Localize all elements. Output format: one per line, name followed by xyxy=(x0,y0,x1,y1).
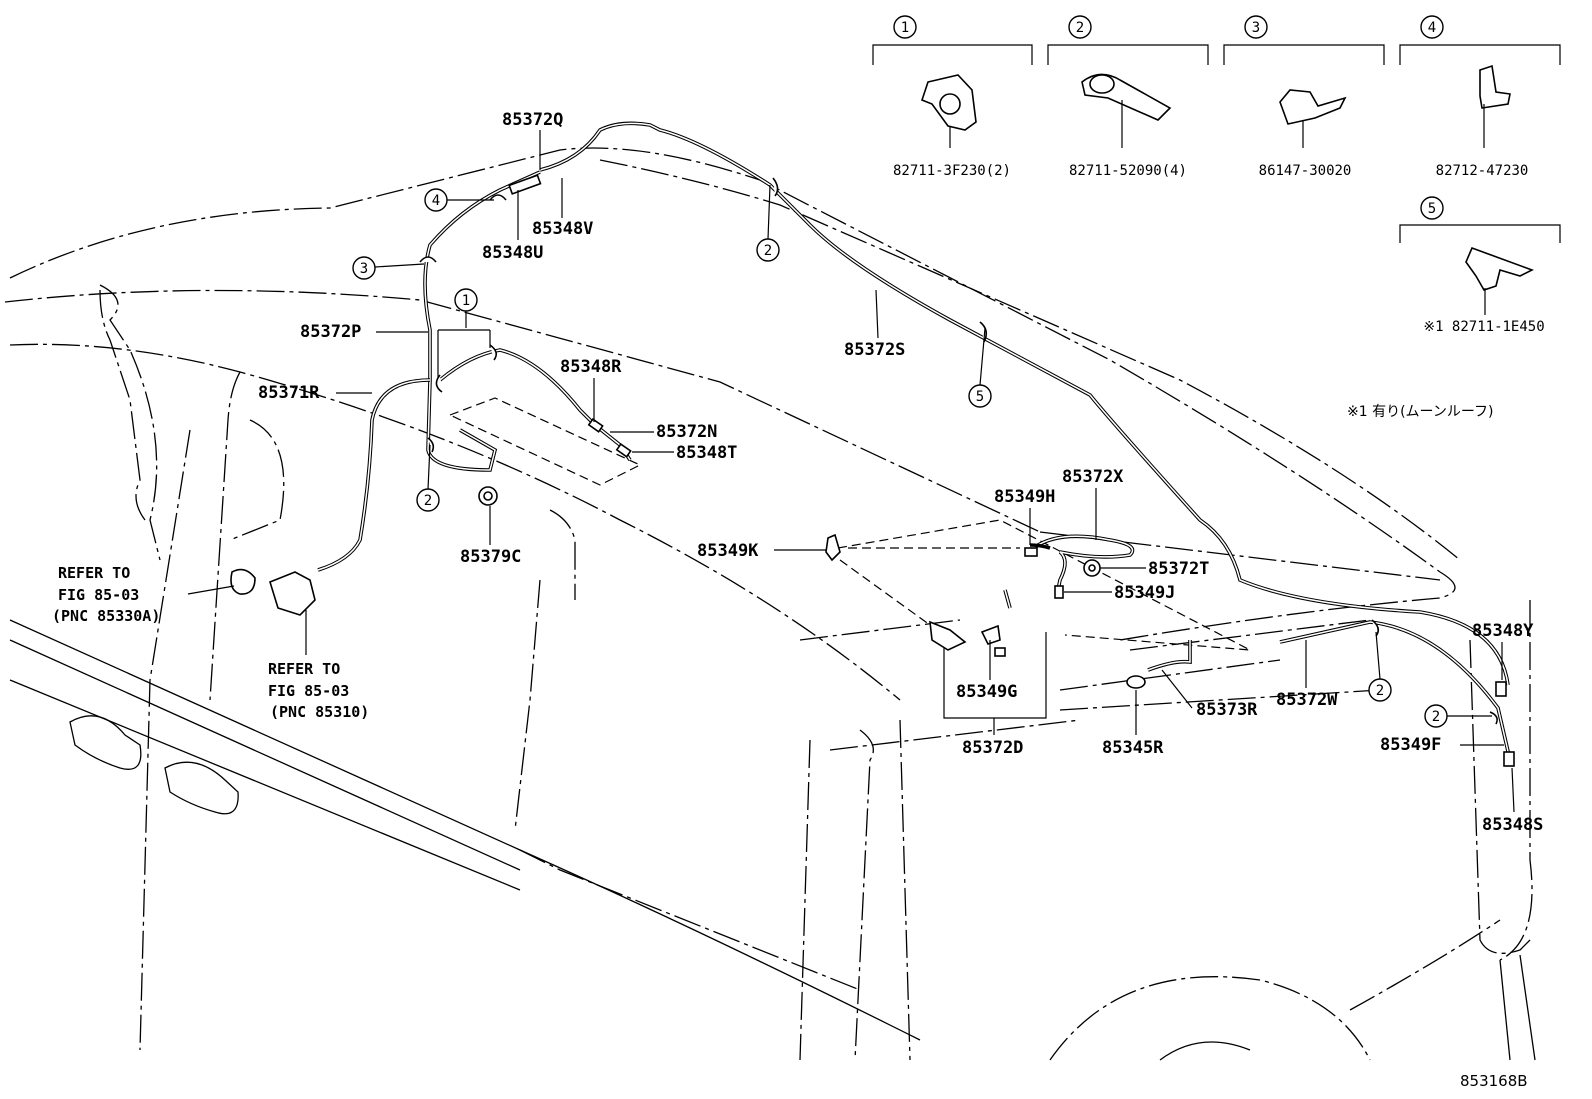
svg-text:5: 5 xyxy=(976,389,984,405)
clip-4-drawing xyxy=(1479,64,1511,148)
svg-text:85348Y: 85348Y xyxy=(1472,621,1534,641)
vehicle-body-outline xyxy=(4,147,1536,1061)
clip-2-drawing xyxy=(1081,73,1172,148)
diagram-code: 853168B xyxy=(1460,1072,1528,1090)
svg-text:4: 4 xyxy=(432,193,440,209)
svg-text:(PNC 85330A): (PNC 85330A) xyxy=(52,607,160,625)
clip-1-drawing xyxy=(921,74,977,148)
diagram-callouts: 4 3 1 2 5 2 2 2 xyxy=(352,184,1492,728)
svg-text:2: 2 xyxy=(1376,683,1384,699)
label-85349J: 85349J xyxy=(1064,583,1175,603)
svg-text:85372W: 85372W xyxy=(1276,690,1338,710)
reference-pnc-85310: REFER TO FIG 85-03 (PNC 85310) xyxy=(268,610,369,721)
svg-text:85348U: 85348U xyxy=(482,243,543,263)
svg-text:2: 2 xyxy=(1076,20,1084,36)
label-85372T: 85372T xyxy=(1100,559,1209,579)
legend-callout-5: 5 ※1 82711-1E450 xyxy=(1420,196,1545,335)
svg-text:85372T: 85372T xyxy=(1148,559,1209,579)
svg-text:FIG 85-03: FIG 85-03 xyxy=(268,682,349,700)
svg-text:(PNC 85310): (PNC 85310) xyxy=(270,703,369,721)
svg-text:85349F: 85349F xyxy=(1380,735,1441,755)
svg-text:4: 4 xyxy=(1428,20,1436,36)
svg-text:85348S: 85348S xyxy=(1482,815,1543,835)
svg-text:REFER TO: REFER TO xyxy=(268,660,340,678)
svg-text:85372D: 85372D xyxy=(962,738,1023,758)
reference-pnc-85330A: REFER TO FIG 85-03 (PNC 85330A) xyxy=(52,564,235,625)
svg-text:85349K: 85349K xyxy=(697,541,759,561)
svg-text:3: 3 xyxy=(1252,20,1260,36)
svg-text:3: 3 xyxy=(360,261,368,277)
svg-text:85373R: 85373R xyxy=(1196,700,1258,720)
clip-3-drawing xyxy=(1279,89,1347,148)
label-85373R: 85373R xyxy=(1161,669,1258,720)
label-85372Q: 85372Q xyxy=(502,110,563,170)
svg-text:85348V: 85348V xyxy=(532,219,593,239)
part-number-clip-1: 82711-3F230(2) xyxy=(893,163,1011,179)
label-85372X: 85372X xyxy=(1062,467,1124,540)
label-85349K: 85349K xyxy=(697,541,826,561)
svg-text:85349J: 85349J xyxy=(1114,583,1175,603)
label-85349G: 85349G xyxy=(956,640,1017,702)
label-85348R: 85348R xyxy=(560,357,622,422)
legend-callout-4: 4 82712-47230 xyxy=(1420,15,1529,179)
part-number-clip-3: 86147-30020 xyxy=(1259,163,1352,179)
clip-legend xyxy=(872,44,1561,315)
label-85379C: 85379C xyxy=(460,506,521,567)
svg-text:5: 5 xyxy=(1428,201,1436,217)
svg-text:85372S: 85372S xyxy=(844,340,905,360)
footnote: ※1 有り(ムーンルーフ) xyxy=(1347,404,1493,420)
svg-text:85372P: 85372P xyxy=(300,322,361,342)
label-85372P: 85372P xyxy=(300,322,428,342)
label-85348U: 85348U xyxy=(482,190,543,263)
label-85372D: 85372D xyxy=(943,632,1047,758)
svg-text:1: 1 xyxy=(462,293,470,309)
svg-text:REFER TO: REFER TO xyxy=(58,564,130,582)
svg-text:85372X: 85372X xyxy=(1062,467,1124,487)
label-85349H: 85349H xyxy=(994,487,1055,545)
label-85348T: 85348T xyxy=(632,443,737,463)
clip-5-drawing xyxy=(1465,246,1535,315)
svg-text:85349G: 85349G xyxy=(956,682,1017,702)
part-number-clip-2: 82711-52090(4) xyxy=(1069,163,1187,179)
label-85348Y: 85348Y xyxy=(1472,621,1534,680)
svg-text:85372N: 85372N xyxy=(656,422,717,442)
svg-text:85372Q: 85372Q xyxy=(502,110,563,130)
svg-text:2: 2 xyxy=(764,243,772,259)
svg-text:85348T: 85348T xyxy=(676,443,737,463)
legend-callout-3: 3 86147-30020 xyxy=(1244,15,1352,179)
svg-text:2: 2 xyxy=(1432,709,1440,725)
label-85372N: 85372N xyxy=(610,422,717,442)
svg-text:85348R: 85348R xyxy=(560,357,622,377)
svg-text:85379C: 85379C xyxy=(460,547,521,567)
legend-callout-2: 2 82711-52090(4) xyxy=(1068,15,1187,179)
svg-text:85371R: 85371R xyxy=(258,383,320,403)
label-85345R: 85345R xyxy=(1102,690,1164,758)
label-85372S: 85372S xyxy=(844,289,905,360)
svg-text:85345R: 85345R xyxy=(1102,738,1164,758)
label-85348V: 85348V xyxy=(532,178,593,239)
label-85348S: 85348S xyxy=(1482,767,1543,835)
label-85371R: 85371R xyxy=(258,383,372,403)
part-labels: 85372Q 85348V 85348U 85372P 85371R 85348… xyxy=(258,110,1543,835)
washer-hose-routing xyxy=(230,121,1515,767)
legend-callout-1: 1 82711-3F230(2) xyxy=(893,15,1011,179)
label-85372W: 85372W xyxy=(1276,640,1338,710)
svg-text:FIG 85-03: FIG 85-03 xyxy=(58,586,139,604)
svg-text:2: 2 xyxy=(424,493,432,509)
svg-text:1: 1 xyxy=(901,20,909,36)
label-85349F: 85349F xyxy=(1380,735,1504,755)
part-number-clip-4: 82712-47230 xyxy=(1436,163,1529,179)
svg-text:85349H: 85349H xyxy=(994,487,1055,507)
part-number-clip-5: ※1 82711-1E450 xyxy=(1423,319,1544,335)
